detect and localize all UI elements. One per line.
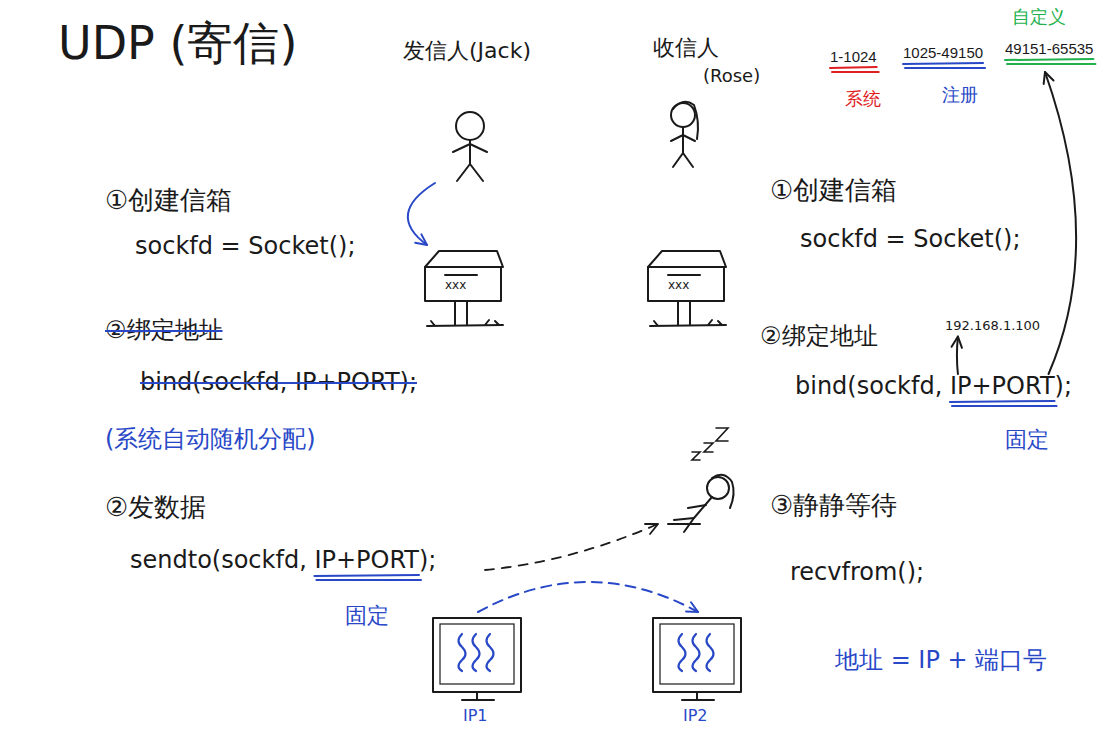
address-underline <box>950 401 1055 402</box>
range-underline <box>830 67 879 72</box>
note: (系统自动随机分配) <box>105 425 316 454</box>
person-figure: 收信人 (Rose) <box>645 35 775 170</box>
address-underline <box>952 405 1057 407</box>
range-underline <box>830 67 877 68</box>
address-underline <box>950 401 1057 406</box>
step-heading: ③静静等待 <box>770 490 897 521</box>
code-line: sendto(sockfd, IP+PORT); <box>130 546 436 575</box>
mailbox: xxx <box>638 245 733 333</box>
address-underline <box>314 575 419 576</box>
note: 固定 <box>1005 427 1049 453</box>
connector <box>478 582 698 612</box>
code-line: bind(sockfd, IP+PORT); <box>795 372 1072 401</box>
range-underline <box>905 67 985 69</box>
step-heading: ②发数据 <box>105 492 206 523</box>
node-text: xxx <box>445 278 466 292</box>
code-line: sockfd = Socket(); <box>135 232 355 261</box>
range-underline <box>832 71 879 73</box>
port-range-name: 注册 <box>942 84 978 106</box>
step-heading: ②绑定地址 <box>105 316 223 345</box>
sleep-z-marks <box>692 428 728 460</box>
sleeping-rose <box>668 475 734 532</box>
address-underline <box>316 579 421 581</box>
person-figure: 发信人(Jack) <box>395 38 535 183</box>
note: 固定 <box>345 603 389 629</box>
range-underline <box>1005 59 1095 64</box>
arrow-head <box>1044 72 1054 84</box>
step-heading: ①创建信箱 <box>770 175 897 206</box>
send-arrow <box>485 524 658 570</box>
page-title: UDP (寄信) <box>58 16 297 71</box>
node-text: (Rose) <box>703 65 760 87</box>
node-text: IP1 <box>463 706 488 725</box>
connector <box>408 183 435 245</box>
ip-address: 192.168.1.100 <box>945 318 1040 334</box>
range-underline <box>1005 59 1093 60</box>
arrow-head <box>952 337 962 348</box>
code-line: bind(sockfd, IP+PORT); <box>140 368 417 397</box>
node-text: 发信人(Jack) <box>403 38 531 64</box>
node-text: IP2 <box>683 706 708 725</box>
code-line: sockfd = Socket(); <box>800 225 1020 254</box>
port-range: 1025-49150 <box>903 44 983 62</box>
note: 地址 = IP + 端口号 <box>835 646 1047 675</box>
address-underline <box>314 575 421 580</box>
computer: IP2 <box>648 612 748 730</box>
connector-line <box>408 183 435 245</box>
node-text: xxx <box>668 278 689 292</box>
node-text: 收信人 <box>653 35 719 61</box>
mailbox: xxx <box>415 245 510 333</box>
leader-arrow <box>952 337 962 374</box>
computer: IP1 <box>428 612 528 730</box>
leader-arrow <box>957 337 958 374</box>
arrow-head <box>686 602 698 612</box>
leader-arrow <box>1044 72 1076 374</box>
port-range-name: 自定义 <box>1012 6 1066 28</box>
port-range: 49151-65535 <box>1005 40 1093 58</box>
range-underline <box>903 63 983 64</box>
port-range-name: 系统 <box>845 88 881 110</box>
step-heading: ①创建信箱 <box>105 185 232 216</box>
code-line: recvfrom(); <box>790 558 924 587</box>
port-range: 1-1024 <box>830 48 877 66</box>
range-underline <box>1007 63 1095 65</box>
connector-line <box>478 582 698 612</box>
leader-arrow <box>1045 72 1076 374</box>
range-underline <box>903 63 985 68</box>
step-heading: ②绑定地址 <box>760 322 878 351</box>
arrow-head <box>415 234 427 245</box>
